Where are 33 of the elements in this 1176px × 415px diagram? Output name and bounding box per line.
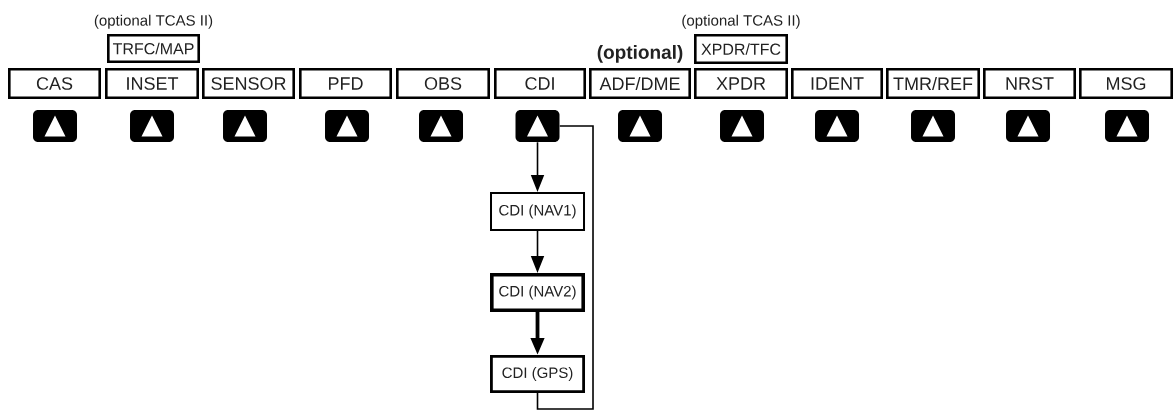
softkey-button	[130, 110, 174, 142]
softkey-label: OBS	[396, 68, 490, 99]
softkey-button	[1006, 110, 1050, 142]
connector-line	[536, 125, 594, 410]
alternate-label-box: TRFC/MAP	[107, 34, 200, 63]
mode-box: CDI (GPS)	[490, 355, 585, 393]
softkey-label: XPDR	[694, 68, 788, 99]
softkey-label: MSG	[1079, 68, 1173, 99]
softkey-label: IDENT	[791, 68, 883, 99]
softkey-label: ADF/DME	[589, 68, 691, 99]
softkey-label: CAS	[8, 68, 101, 99]
softkey-label: SENSOR	[202, 68, 295, 99]
annotation: (optional TCAS II)	[94, 14, 213, 29]
annotation: (optional TCAS II)	[682, 14, 800, 29]
softkey-button	[325, 110, 369, 142]
softkey-button	[618, 110, 662, 142]
alternate-label-box: XPDR/TFC	[694, 34, 788, 64]
mode-box: CDI (NAV1)	[490, 192, 585, 231]
mode-box: CDI (NAV2)	[490, 273, 585, 312]
softkey-button	[33, 110, 77, 142]
softkey-label: INSET	[105, 68, 199, 99]
softkey-label: PFD	[299, 68, 392, 99]
softkey-button	[1105, 110, 1149, 142]
softkey-button	[815, 110, 859, 142]
softkey-label: NRST	[983, 68, 1076, 99]
annotation: (optional)	[597, 45, 683, 63]
softkey-button	[515, 110, 560, 142]
softkey-button	[911, 110, 955, 142]
softkey-button	[223, 110, 267, 142]
softkey-button	[720, 110, 764, 142]
softkey-button	[419, 110, 463, 142]
softkey-label: TMR/REF	[886, 68, 980, 99]
softkey-label: CDI	[494, 68, 586, 99]
